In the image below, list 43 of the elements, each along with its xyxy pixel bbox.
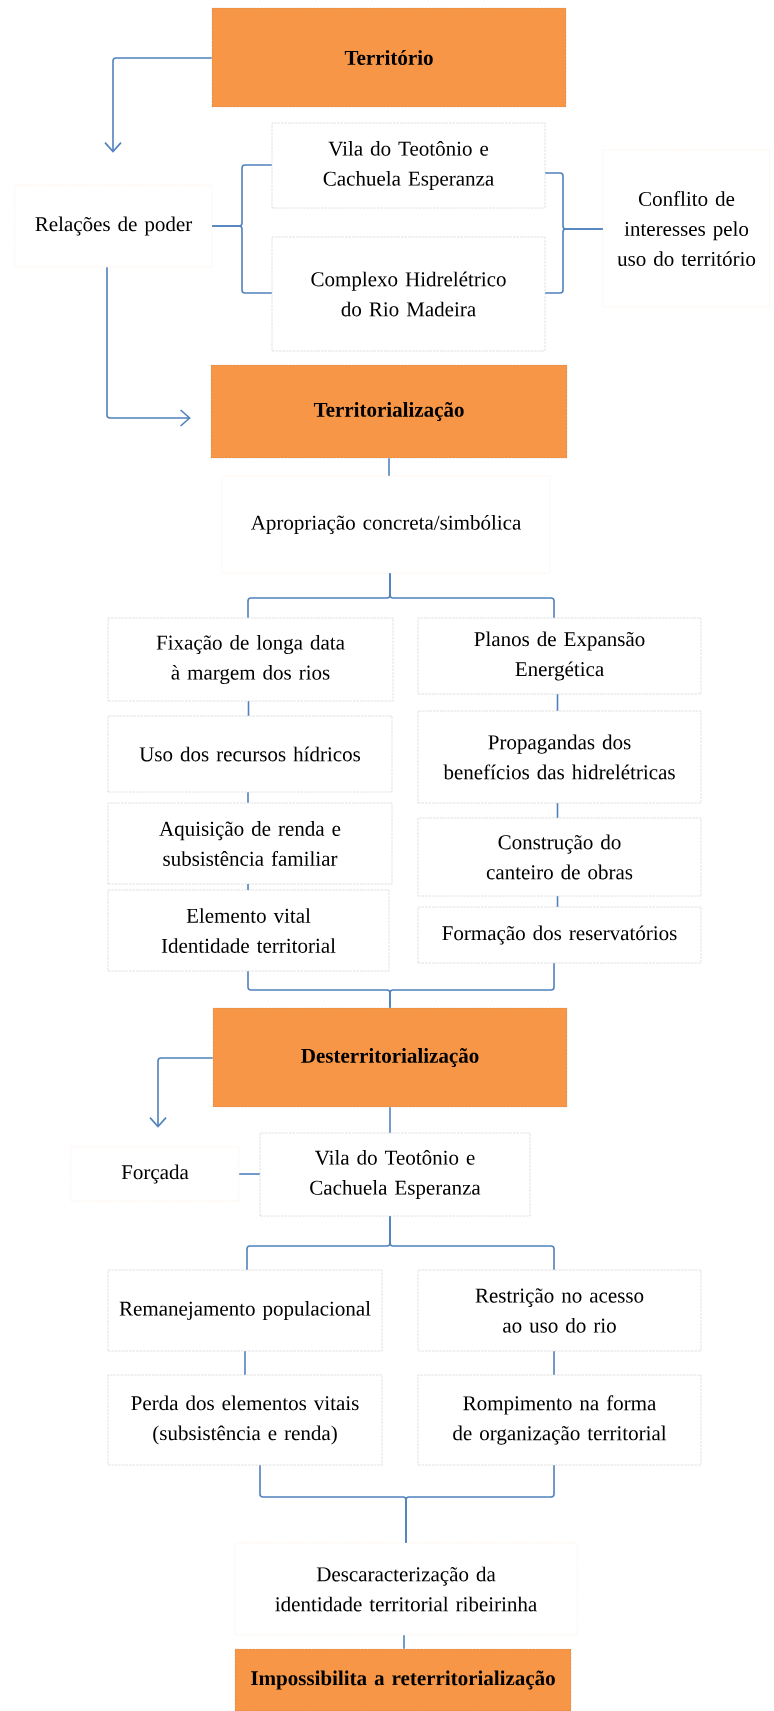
process-box: Propagandas dos benefícios das hidrelétricas	[417, 710, 702, 804]
connector-line	[556, 895, 559, 908]
connector-line	[556, 802, 559, 819]
stage-box: Impossibilita a reterritorialização	[234, 1648, 572, 1711]
process-box: Complexo Hidrelétrico do Rio Madeira	[271, 236, 546, 352]
arrow	[106, 266, 191, 427]
process-box: Planos de Expansão Energética	[417, 617, 702, 695]
connector-line	[389, 1106, 391, 1134]
process-box: Rompimento na forma de organização territorial	[417, 1374, 702, 1466]
stage-box: Território	[211, 7, 567, 108]
connector-line	[389, 962, 555, 1009]
connector-line	[389, 1215, 555, 1271]
connector-line	[247, 700, 250, 717]
concept-box: Forçada	[70, 1146, 240, 1202]
connector-line	[238, 1173, 261, 1175]
process-box: Fixação de longa data à margem dos rios	[107, 617, 394, 702]
process-box: Formação dos reservatórios	[417, 906, 702, 964]
connector-line	[403, 1634, 405, 1650]
concept-box: Apropriação concreta/simbólica	[221, 475, 551, 574]
connector-line	[556, 693, 559, 712]
arrow	[149, 1057, 214, 1128]
concept-box: Relações de poder	[14, 184, 213, 268]
concept-box: Conflito de interesses pelo uso do território	[602, 149, 771, 308]
concept-box: Descaracterização da identidade territorial ribeirinha	[234, 1542, 578, 1636]
process-box: Remanejamento populacional	[107, 1269, 383, 1352]
connector-line	[553, 1350, 555, 1376]
connector-line	[247, 791, 249, 804]
connector-line	[244, 1350, 246, 1376]
process-box: Vila do Teotônio e Cachuela Esperanza	[271, 122, 546, 209]
stage-box: Territorialização	[210, 364, 568, 459]
connector-line	[247, 883, 249, 891]
connector-line	[211, 225, 273, 294]
process-box: Elemento vital Identidade territorial	[107, 889, 390, 972]
arrow	[104, 57, 213, 153]
process-box: Vila do Teotônio e Cachuela Esperanza	[259, 1132, 531, 1217]
process-box: Uso dos recursos hídricos	[107, 715, 393, 793]
connector-line	[405, 1464, 555, 1544]
process-box: Perda dos elementos vitais (subsistência e renda)	[107, 1374, 383, 1466]
connector-line	[388, 457, 390, 477]
stage-box: Desterritorialização	[212, 1007, 568, 1108]
process-box: Aquisição de renda e subsistência familiar	[107, 802, 393, 885]
process-box: Restrição no acesso ao uso do rio	[417, 1269, 702, 1352]
process-box: Construção do canteiro de obras	[417, 817, 702, 897]
